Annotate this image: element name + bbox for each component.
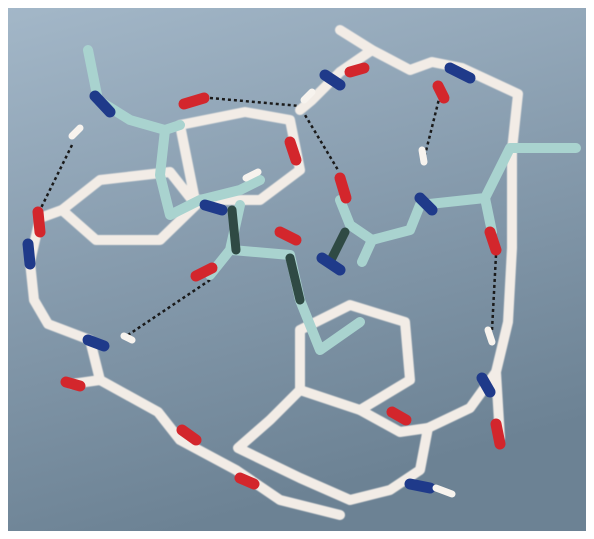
oxygen-11: [490, 418, 506, 450]
oxygen-10: [386, 406, 412, 426]
h-tip-4: [120, 332, 136, 344]
oxygen-1: [178, 92, 210, 110]
hydrogen-tips: [68, 88, 496, 498]
oxygen-9: [60, 376, 86, 392]
nitrogen-2: [319, 69, 346, 91]
nitrogen-1: [89, 90, 116, 118]
oxygen-12: [234, 472, 260, 490]
nitrogen-9: [404, 478, 436, 494]
top-methyl: [83, 45, 185, 135]
nitrogen-6: [414, 192, 438, 216]
h-tip-2: [300, 88, 316, 104]
nitrogen-3: [444, 62, 476, 84]
dark-seg-3: [325, 227, 350, 267]
hbond-4: [38, 144, 74, 211]
chain-d: [335, 143, 581, 245]
oxygen-4: [432, 80, 450, 104]
nitrogen-4: [199, 199, 228, 216]
oxygen-14: [284, 136, 302, 166]
chain-f: [480, 193, 497, 237]
oxygen-3: [334, 172, 352, 204]
nitrogen-5: [316, 252, 346, 276]
oxygen-7: [190, 262, 218, 282]
upper-chain: [295, 45, 377, 115]
nitrogen-atoms: [22, 62, 496, 494]
chain-e: [357, 235, 377, 267]
dark-seg-2: [285, 253, 305, 305]
oxygen-6: [32, 206, 46, 238]
h-tip-7: [242, 168, 262, 182]
chain-a: [155, 125, 265, 220]
h-tip-5: [484, 326, 496, 346]
oxygen-5: [484, 226, 502, 256]
lower-arm: [233, 367, 501, 505]
h-tip-1: [68, 124, 84, 140]
h-tip-3: [418, 146, 428, 166]
nitrogen-7: [22, 238, 36, 270]
oxygen-13: [176, 424, 202, 446]
hbond-5: [127, 278, 211, 337]
oxygen-2: [344, 62, 370, 78]
nitrogen-8: [82, 334, 110, 352]
dark-seg-1: [227, 205, 241, 255]
hydrogen-bonds: [38, 94, 498, 337]
dark-green-segments: [227, 205, 350, 305]
right-arm: [335, 25, 523, 443]
oxygen-8: [274, 226, 302, 246]
oxygen-atoms: [32, 62, 506, 490]
hbond-3: [423, 94, 442, 156]
hbond-6: [490, 254, 498, 331]
h-tip-6: [432, 484, 456, 498]
lower-cross: [355, 405, 433, 437]
nitrogen-10: [476, 372, 496, 398]
